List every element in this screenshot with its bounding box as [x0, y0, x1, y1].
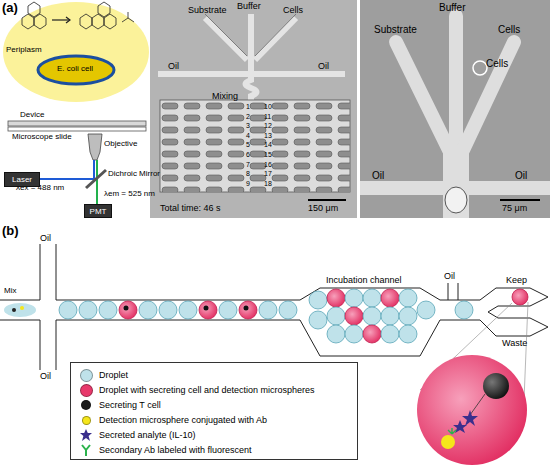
text-label: 10: [264, 103, 272, 111]
text-label: (b): [2, 224, 19, 238]
junction-micrograph: [360, 0, 550, 218]
antibody-symbol: [79, 443, 93, 457]
text-label: Incubation channel: [326, 276, 402, 286]
text-label: Oil: [40, 234, 51, 244]
legend-swatch: [82, 416, 91, 425]
instrument-box: Laser: [4, 172, 40, 187]
legend-text: Secreting T cell: [99, 400, 161, 410]
text-label: Waste: [502, 339, 527, 349]
legend-text: Secondary Ab labeled with fluorescent: [99, 445, 252, 455]
text-label: 13: [264, 132, 272, 140]
legend-text: Secreted analyte (IL-10): [99, 430, 196, 440]
legend-text: Droplet: [99, 370, 128, 380]
legend-text: Droplet with secreting cell and detectio…: [99, 385, 315, 395]
text-label: 8: [246, 170, 250, 178]
text-label: 9: [246, 180, 250, 188]
text-label: 11: [264, 113, 271, 121]
text-label: λem = 525 nm: [104, 190, 155, 199]
node-text: Laser: [10, 175, 34, 184]
text-label: Substrate: [374, 24, 417, 35]
text-label: Oil: [168, 62, 179, 72]
text-label: Keep: [506, 276, 527, 286]
text-label: 3: [246, 122, 250, 130]
text-label: Cells: [486, 58, 508, 69]
text-label: Microscope slide: [12, 133, 72, 142]
text-label: 16: [264, 161, 272, 169]
text-label: 17: [264, 170, 272, 178]
zoom-droplet: [417, 302, 528, 465]
text-label: E. coli cell: [57, 65, 93, 74]
text-label: Mixing: [212, 92, 238, 102]
legend-swatch: [80, 384, 93, 397]
analyte-star: [79, 428, 93, 442]
legend-text: Detection microsphere conjugated with Ab: [99, 415, 267, 425]
text-label: Cells: [283, 6, 303, 16]
legend-row: Secondary Ab labeled with fluorescent: [79, 443, 252, 457]
text-label: 14: [264, 141, 272, 149]
text-label: 5: [246, 141, 250, 149]
legend-box: DropletDroplet with secreting cell and d…: [70, 362, 358, 460]
text-label: Periplasm: [6, 46, 42, 55]
text-label: Oil: [372, 170, 384, 181]
text-label: Buffer: [237, 2, 261, 12]
text-label: 4: [246, 132, 250, 140]
text-label: (a): [2, 1, 18, 15]
text-label: 15: [264, 151, 272, 159]
text-label: 150 μm: [308, 204, 338, 214]
text-label: Mix: [4, 287, 16, 296]
chip-micrograph: [150, 0, 357, 218]
text-label: Oil: [515, 170, 527, 181]
text-label: 12: [264, 122, 272, 130]
legend-row: Droplet with secreting cell and detectio…: [79, 383, 315, 397]
legend-row: Detection microsphere conjugated with Ab: [79, 413, 267, 427]
text-label: Total time: 46 s: [160, 204, 221, 214]
instrument-box: PMT: [84, 204, 112, 218]
text-label: Buffer: [439, 2, 466, 13]
legend-row: Droplet: [79, 368, 128, 382]
text-label: Cells: [498, 24, 520, 35]
text-label: 2: [246, 113, 250, 121]
text-label: Dichroic Mirror: [108, 170, 160, 179]
text-label: Device: [20, 111, 44, 120]
text-label: 18: [264, 180, 272, 188]
text-label: Substrate: [188, 6, 227, 16]
text-label: Objective: [104, 140, 137, 149]
text-label: 6: [246, 151, 250, 159]
legend-swatch: [81, 400, 91, 410]
legend-swatch: [80, 369, 93, 382]
legend-row: Secreting T cell: [79, 398, 161, 412]
node-text: PMT: [88, 207, 109, 216]
cell-illustration: [3, 2, 149, 102]
text-label: 7: [246, 161, 250, 169]
text-label: 1: [246, 103, 250, 111]
droplet-device: [0, 244, 548, 370]
text-label: Oil: [444, 272, 455, 282]
text-label: 75 μm: [502, 204, 527, 214]
text-label: Oil: [318, 62, 329, 72]
droplet-train: [59, 289, 528, 343]
text-label: Oil: [40, 372, 51, 382]
legend-row: Secreted analyte (IL-10): [79, 428, 196, 442]
